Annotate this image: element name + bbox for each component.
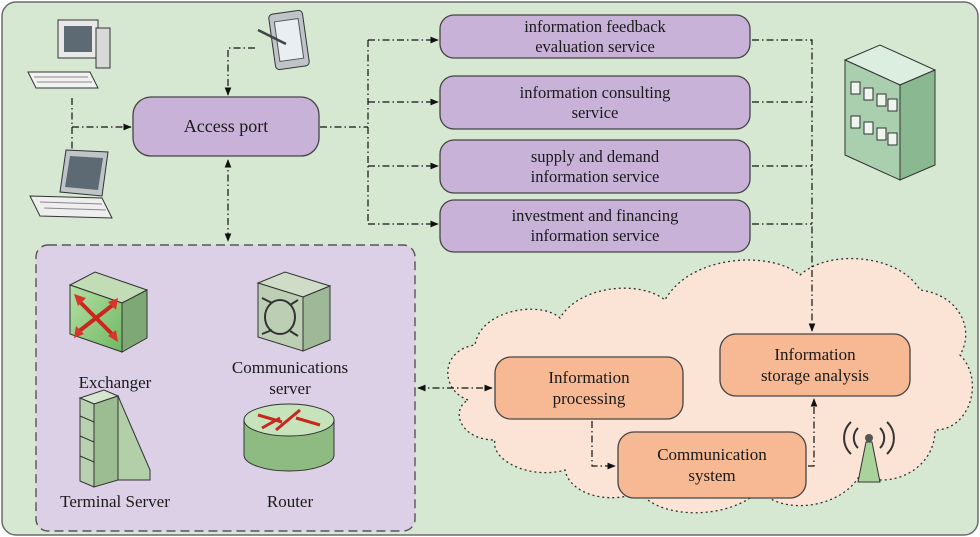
service-label-feedback: information feedback evaluation service (524, 16, 666, 56)
antenna-icon (843, 421, 895, 483)
service-box-consulting (439, 75, 751, 130)
processing-box (494, 356, 684, 420)
service-box-supply (439, 139, 751, 194)
service-label-supply: supply and demand information service (530, 146, 660, 186)
router-label: Router (266, 491, 314, 511)
router-icon (243, 403, 335, 472)
tablet-icon (257, 9, 310, 71)
terminal-server-icon (78, 389, 151, 488)
communications-server-label: Communications server (231, 358, 349, 398)
service-box-feedback (439, 14, 751, 59)
server-icon (256, 271, 332, 352)
desktop-computer-icon (27, 19, 111, 89)
storage-box (719, 333, 911, 397)
service-box-investment (439, 199, 751, 253)
communication-label: Communication system (657, 445, 767, 485)
building-icon (843, 44, 937, 181)
service-label-consulting: information consulting service (519, 82, 671, 122)
terminal-server-label: Terminal Server (60, 491, 170, 511)
access-port-box (132, 96, 320, 157)
processing-label: Information processing (548, 368, 630, 408)
connectors (71, 36, 818, 470)
access-port-label: Access port (183, 116, 269, 136)
laptop-icon (29, 149, 113, 219)
service-label-investment: investment and financing information ser… (511, 206, 679, 245)
communication-box (617, 431, 807, 499)
exchanger-icon (68, 271, 149, 353)
cloud-region (447, 257, 974, 514)
exchanger-label: Exchanger (78, 372, 152, 392)
storage-label: Information storage analysis (760, 345, 870, 385)
